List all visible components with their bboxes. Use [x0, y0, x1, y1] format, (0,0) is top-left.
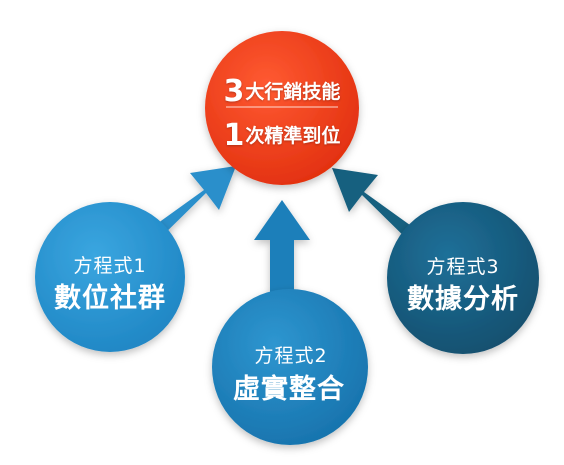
circle-method-2 [212, 289, 368, 445]
center-line1-number: 3 [223, 74, 245, 109]
method-2-title: 虛實整合 [233, 374, 345, 405]
method-1-title: 數位社群 [54, 283, 166, 314]
center-line1-text: 大行銷技能 [245, 81, 341, 103]
circle-method-3 [387, 202, 539, 354]
center-title-line2: 1次精準到位 [200, 118, 364, 153]
arrow-right [332, 168, 428, 250]
method-3-title: 數據分析 [407, 284, 519, 315]
method-2-label: 方程式2 [254, 345, 328, 367]
arrow-middle [254, 200, 310, 318]
circle-method-1 [35, 202, 185, 352]
center-title-line1: 3大行銷技能 [200, 74, 364, 109]
center-circle [205, 31, 359, 185]
center-line2-number: 1 [223, 118, 245, 153]
center-line2-text: 次精準到位 [245, 125, 341, 147]
method-1-label: 方程式1 [73, 255, 147, 277]
method-3-label: 方程式3 [426, 256, 500, 278]
